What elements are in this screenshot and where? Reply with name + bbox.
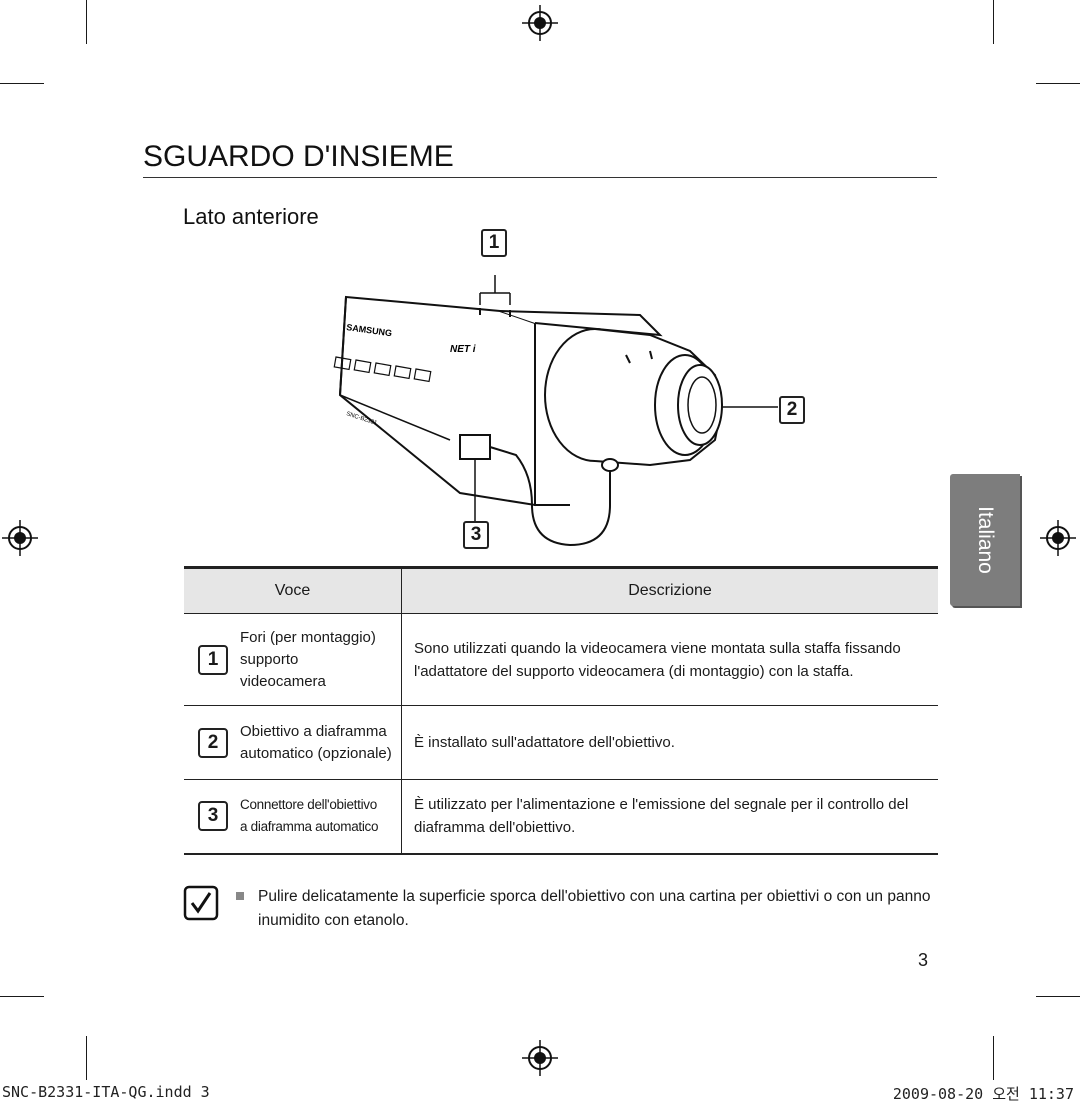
description-line: È installato sull'adattatore dell'obiett…	[414, 734, 675, 751]
crop-mark	[993, 0, 994, 44]
section-subtitle: Lato anteriore	[183, 204, 319, 229]
table-row: 3 Connettore dell'obiettivo a diaframma …	[184, 779, 938, 855]
voce-line: supporto	[240, 650, 299, 668]
callout-3: 3	[463, 521, 489, 549]
note-pencil-icon	[183, 885, 219, 921]
crop-mark	[0, 996, 44, 997]
crop-mark	[0, 83, 44, 84]
registration-mark-icon	[2, 520, 38, 556]
voce-line: automatico (opzionale)	[240, 744, 392, 762]
page-title: SGUARDO D'INSIEME	[143, 140, 454, 173]
voce-line: Obiettivo a diaframma	[240, 722, 387, 740]
crop-mark	[86, 1036, 87, 1080]
voce-line: Fori (per montaggio)	[240, 628, 376, 646]
description-line: Sono utilizzati quando la videocamera vi…	[414, 639, 901, 657]
crop-mark	[993, 1036, 994, 1080]
voce-line: videocamera	[240, 672, 326, 690]
column-header-voce: Voce	[184, 566, 402, 614]
camera-illustration: SAMSUNG NET i SNC-B2331	[333, 275, 778, 547]
registration-mark-icon	[522, 1040, 558, 1076]
registration-mark-icon	[522, 5, 558, 41]
description-line: È utilizzato per l'alimentazione e l'emi…	[414, 796, 909, 814]
description-line: diaframma dell'obiettivo.	[414, 819, 576, 837]
description-line: l'adattatore del supporto videocamera (d…	[414, 662, 854, 680]
item-number-badge: 2	[198, 727, 228, 758]
slug-filename: SNC-B2331-ITA-QG.indd 3	[2, 1083, 210, 1101]
language-tab-label: Italiano	[974, 506, 997, 574]
table-row: 1 Fori (per montaggio) supporto videocam…	[184, 613, 938, 706]
crop-mark	[1036, 83, 1080, 84]
crop-mark	[1036, 996, 1080, 997]
item-number-badge: 1	[198, 644, 228, 675]
voce-line: a diaframma automatico	[240, 819, 379, 835]
language-tab: Italiano	[950, 474, 1020, 606]
item-number-badge: 3	[198, 801, 228, 832]
components-table: Voce Descrizione 1 Fori (per montaggio) …	[184, 566, 938, 855]
table-row: 2 Obiettivo a diaframma automatico (opzi…	[184, 705, 938, 780]
note-text: Pulire delicatamente la superficie sporc…	[258, 885, 938, 933]
slug-timestamp: 2009-08-20 오전 11:37	[892, 1085, 1074, 1103]
column-header-descrizione: Descrizione	[401, 566, 938, 614]
crop-mark	[86, 0, 87, 44]
callout-2: 2	[779, 396, 805, 424]
table-header-row: Voce Descrizione	[184, 566, 938, 614]
note-line: Pulire delicatamente la superficie sporc…	[258, 888, 931, 905]
camera-logo: NET i	[450, 344, 476, 355]
registration-mark-icon	[1040, 520, 1076, 556]
callout-1: 1	[481, 229, 507, 257]
note-bullet	[236, 892, 244, 900]
page-number: 3	[918, 950, 929, 970]
note-line: inumidito con etanolo.	[258, 912, 409, 929]
voce-line: Connettore dell'obiettivo	[240, 797, 377, 813]
title-divider	[143, 177, 937, 178]
